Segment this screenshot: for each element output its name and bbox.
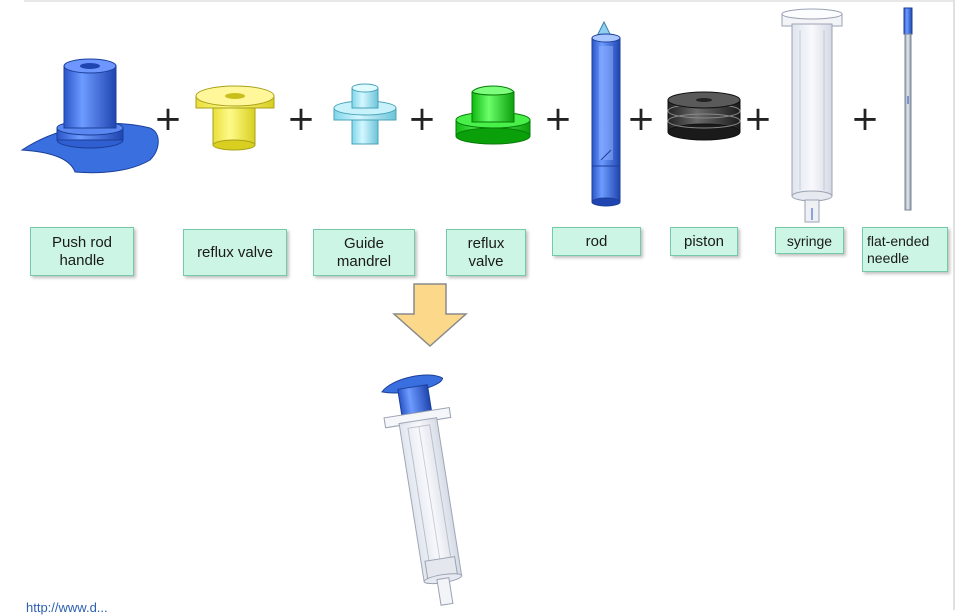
down-arrow-icon (392, 283, 468, 348)
plus-sign-7: + (851, 99, 880, 139)
plus-sign-3: + (408, 99, 437, 139)
label-reflux-valve-2: reflux valve (446, 229, 526, 276)
plus-sign-1: + (154, 99, 183, 139)
push-rod-handle-part (20, 58, 159, 174)
label-reflux-valve-1: reflux valve (183, 229, 287, 276)
label-flat-ended-needle: flat-ended needle (862, 227, 948, 272)
reflux-valve-green-part (455, 85, 531, 145)
label-piston: piston (670, 227, 738, 256)
guide-mandrel-part (333, 83, 397, 145)
plus-signs: + + + + + + + (154, 99, 880, 139)
plus-sign-5: + (627, 99, 656, 139)
footer-url: http://www.d... (26, 600, 108, 615)
plus-sign-6: + (744, 99, 773, 139)
flat-ended-needle-part (903, 7, 913, 211)
piston-part (667, 91, 741, 141)
label-syringe: syringe (775, 227, 844, 254)
assembled-syringe (381, 374, 463, 606)
reflux-valve-yellow-part (195, 85, 275, 151)
right-rule (953, 0, 955, 610)
plus-sign-4: + (544, 99, 573, 139)
syringe-part (781, 8, 843, 223)
plus-sign-2: + (287, 99, 316, 139)
label-guide-mandrel: Guide mandrel (313, 229, 415, 276)
top-rule (24, 0, 955, 2)
label-rod: rod (552, 227, 641, 256)
rod-part (591, 20, 621, 207)
label-push-rod-handle: Push rod handle (30, 227, 134, 276)
